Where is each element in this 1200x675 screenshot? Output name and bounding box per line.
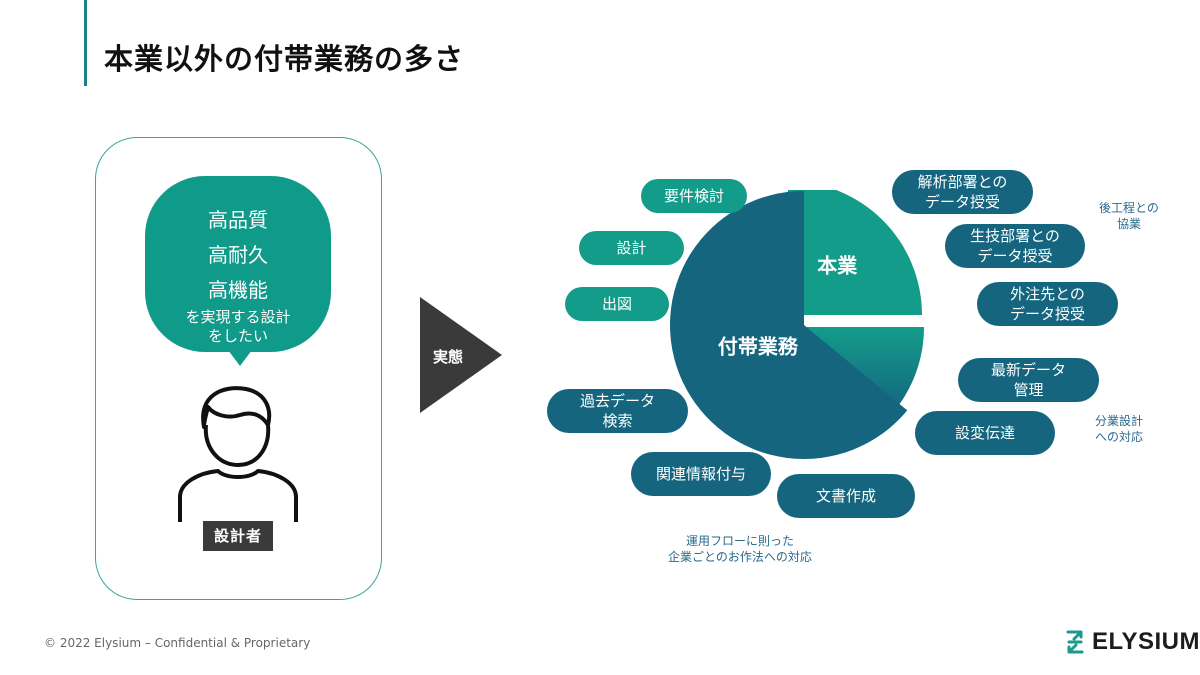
note-company-rules: 運用フローに則った 企業ごとのお作法への対応 (668, 534, 812, 564)
need-quality: 高品質 (208, 208, 268, 232)
need-functionality: 高機能 (208, 278, 268, 302)
page-title: 本業以外の付帯業務の多さ (104, 42, 465, 76)
task-drawing-release: 出図 (565, 287, 669, 321)
need-durability: 高耐久 (208, 243, 268, 267)
elysium-logo-text: ELYSIUM (1092, 628, 1200, 655)
arrow-right-icon (420, 297, 502, 413)
title-accent-bar (84, 0, 87, 86)
pie-label-0: 本業 (817, 254, 858, 278)
task-supplier-data-exchange: 外注先との データ授受 (977, 282, 1118, 326)
task-production-data-exchange: 生技部署との データ授受 (945, 224, 1085, 268)
speech-bubble: 高品質 高耐久 高機能 を実現する設計 をしたい (145, 176, 331, 352)
note-distributed-design: 分業設計 への対応 (1094, 414, 1143, 444)
pie-label-2: 付帯業務 (718, 335, 799, 359)
arrow-label: 実態 (432, 348, 463, 366)
task-past-data-search: 過去データ 検索 (547, 389, 688, 433)
designer-label: 設計者 (203, 521, 273, 551)
task-analysis-data-exchange: 解析部署との データ授受 (892, 170, 1033, 214)
task-change-notification: 設変伝達 (915, 411, 1055, 455)
note-downstream-collaboration: 後工程との 協業 (1099, 201, 1159, 231)
task-design: 設計 (579, 231, 684, 265)
pie-slice-0 (788, 190, 922, 315)
need-caption-2: をしたい (207, 327, 268, 345)
task-requirements: 要件検討 (641, 179, 747, 213)
footer-copyright: © 2022 Elysium – Confidential & Propriet… (44, 636, 311, 650)
pie-slice-2 (669, 191, 908, 459)
speech-bubble-tail (228, 350, 252, 366)
task-document-creation: 文書作成 (777, 474, 915, 518)
elysium-logo: ELYSIUM (1064, 628, 1200, 656)
designer-panel (95, 137, 382, 600)
person-icon (178, 386, 298, 522)
task-latest-data-management: 最新データ 管理 (958, 358, 1099, 402)
elysium-logo-icon (1066, 630, 1084, 654)
task-related-info: 関連情報付与 (631, 452, 771, 496)
need-caption-1: を実現する設計 (185, 308, 291, 326)
